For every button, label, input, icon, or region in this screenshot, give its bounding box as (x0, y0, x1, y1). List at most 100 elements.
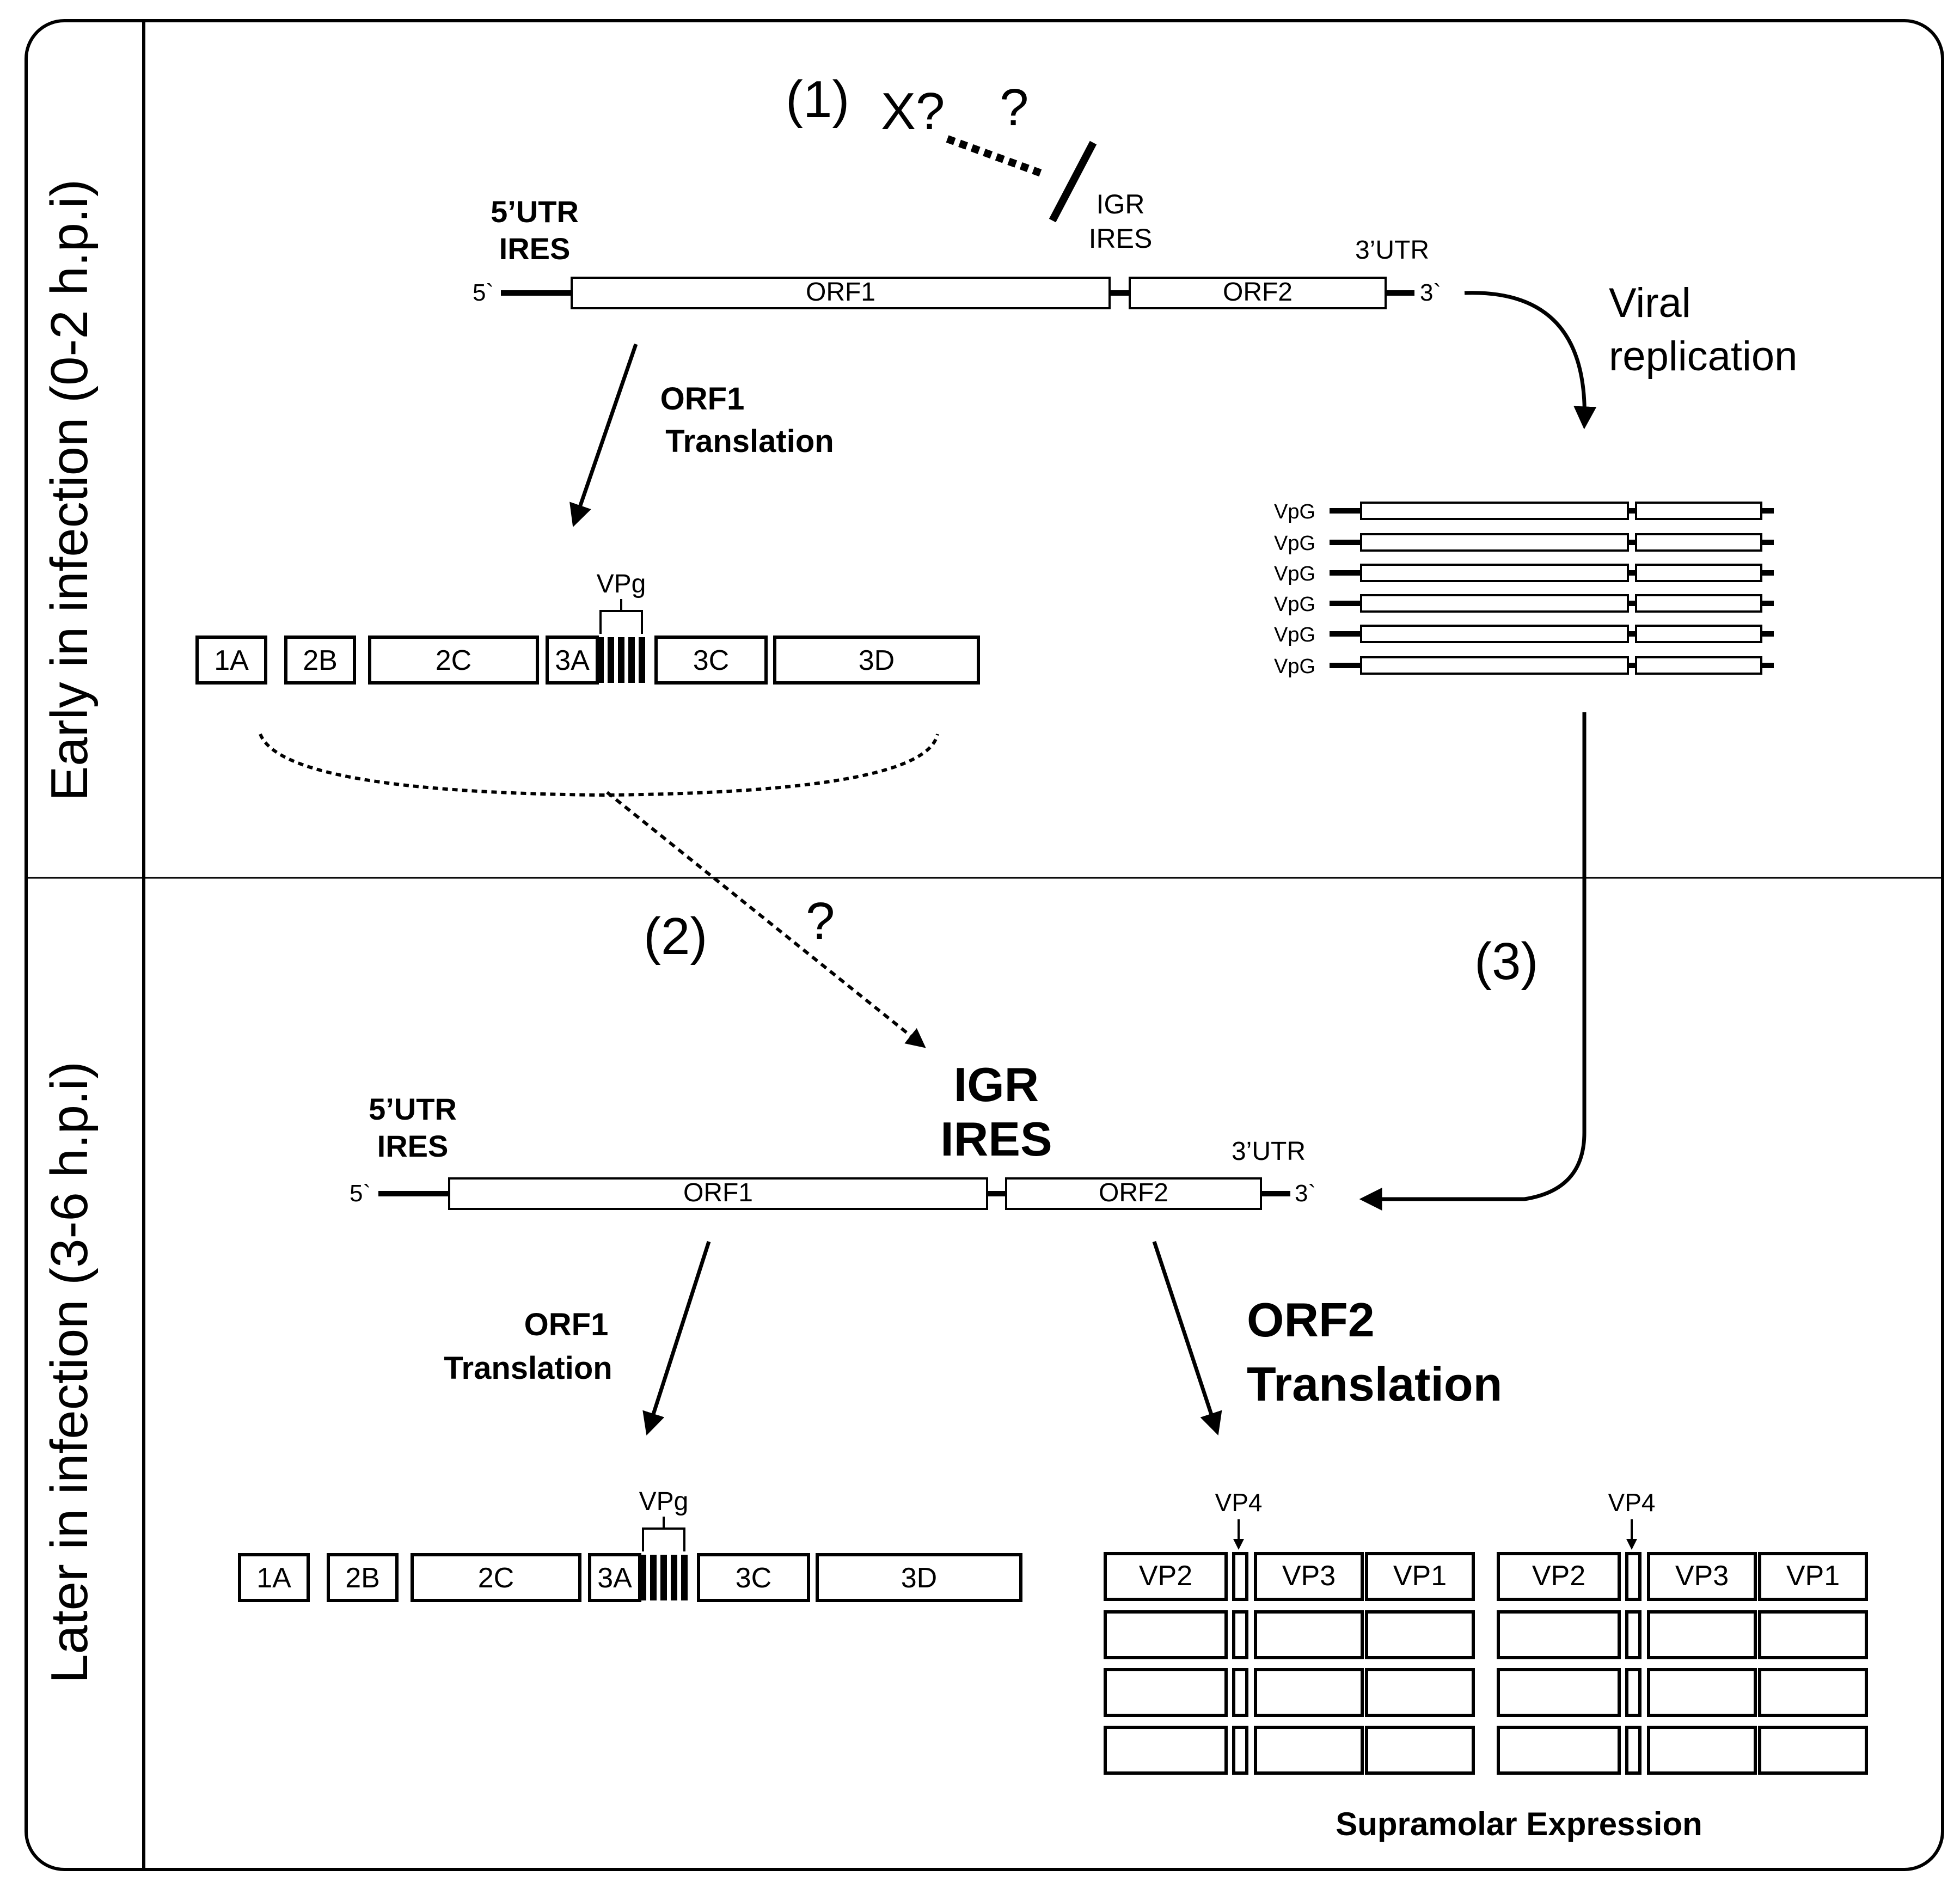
vpg-orf2-box (1635, 656, 1762, 675)
vp4-box (1625, 1552, 1641, 1601)
vpg-label: VpG (1274, 624, 1315, 646)
early-infection-label: Early in infection (0-2 h.p.i) (40, 179, 99, 801)
vp3-box (1647, 1726, 1757, 1775)
orf2-box-top (1129, 277, 1387, 309)
vp2-box (1497, 1552, 1621, 1601)
vpg-bar (671, 1555, 677, 1600)
vp3-box (1647, 1552, 1757, 1601)
step-3-label: (3) (1474, 932, 1538, 991)
vpg-bar (639, 637, 645, 683)
segment-3d-label: 3D (859, 645, 895, 676)
step-2-label: (2) (644, 907, 707, 966)
vp4-box (1232, 1610, 1248, 1659)
orf1-box-top (571, 277, 1111, 309)
vp1-box (1758, 1726, 1868, 1775)
step-1-label: (1) (786, 70, 849, 129)
vp3-box (1254, 1726, 1364, 1775)
vpg-orf2-box (1635, 625, 1762, 643)
vp1-box (1758, 1668, 1868, 1717)
vp1-box (1758, 1610, 1868, 1659)
segment-3c-label: 3C (736, 1562, 771, 1594)
orf2-translation-arrow (1152, 1241, 1222, 1435)
vpg-label: VpG (1274, 655, 1315, 678)
viral-replication-label: Viral (1609, 280, 1691, 326)
vp4-box (1232, 1668, 1248, 1717)
vp2-label: VP2 (1139, 1560, 1192, 1592)
vp4-box (1232, 1726, 1248, 1775)
orf1-translation-arrow-bottom (642, 1241, 711, 1435)
step-2-question: ? (806, 892, 835, 950)
vp3-box (1254, 1552, 1364, 1601)
segment-3a-box (588, 1553, 641, 1602)
vpg-orf2-box (1635, 594, 1762, 613)
segment-2b-label: 2B (345, 1562, 380, 1594)
orf1-translation-label-top: ORF1 (660, 381, 745, 417)
vpg-label: VpG (1274, 532, 1315, 555)
segment-1a-box (238, 1553, 310, 1602)
segment-3c-label: 3C (693, 645, 729, 676)
igr-label-bottom: IGR (954, 1058, 1039, 1111)
vp3-label: VP3 (1282, 1560, 1336, 1592)
segment-2b-label: 2B (303, 645, 338, 676)
vp1-box (1758, 1552, 1868, 1601)
orf1-translation-label-top-2: Translation (665, 424, 834, 459)
vpg-orf1-box (1360, 502, 1629, 520)
segment-1a-box (195, 636, 267, 685)
igr-ires-label-top: IRES (1089, 223, 1153, 254)
vp3-box (1647, 1668, 1757, 1717)
orf2-translation-label-2: Translation (1247, 1357, 1502, 1411)
orf2-label-bottom: ORF2 (1099, 1178, 1168, 1207)
end3-label-top: 3` (1420, 279, 1441, 306)
vp1-label: VP1 (1786, 1560, 1840, 1592)
processing-dotted-curve (259, 733, 939, 797)
vpg-orf1-box (1360, 533, 1629, 552)
vp4-box (1232, 1552, 1248, 1601)
vpg-orf1-box (1360, 656, 1629, 675)
igr-ires-label-bottom: IRES (940, 1112, 1052, 1166)
vp2-box (1104, 1726, 1228, 1775)
vp1-box (1365, 1668, 1475, 1717)
segment-3a-label: 3A (597, 1562, 632, 1594)
viral-replication-arrow (1464, 291, 1597, 430)
utr3-label-top: 3’UTR (1355, 236, 1429, 265)
segment-2b-box (284, 636, 356, 685)
vp4-label: VP4 (1608, 1488, 1656, 1517)
vp2-box (1104, 1610, 1228, 1659)
orf1-translation-arrow-top (569, 343, 638, 527)
vpg-label: VpG (1274, 500, 1315, 523)
vp2-box (1497, 1610, 1621, 1659)
later-infection-label: Later in infection (3-6 h.p.i) (40, 1061, 99, 1683)
vp2-box (1104, 1668, 1228, 1717)
vp1-box (1365, 1552, 1475, 1601)
inhibition-dotted-line (946, 135, 1043, 177)
vp2-label: VP2 (1532, 1560, 1585, 1592)
vpg-bar (618, 637, 624, 683)
vp3-label: VP3 (1675, 1560, 1729, 1592)
orf1-label-top: ORF1 (806, 278, 875, 307)
vpg-bracket (642, 1527, 685, 1551)
utr5-label-top: 5’UTR (491, 194, 579, 229)
segment-3d-box (773, 636, 980, 685)
vp2-box (1497, 1726, 1621, 1775)
ires5-label-top: IRES (499, 231, 571, 266)
vpg-orf2-box (1635, 564, 1762, 582)
vpg-orf2-box (1635, 533, 1762, 552)
vpg-orf1-box (1360, 564, 1629, 582)
vpg-label: VpG (1274, 563, 1315, 585)
outer-frame (24, 19, 1944, 1871)
vp2-box (1497, 1668, 1621, 1717)
vpg-polyprotein-label: VPg (639, 1487, 689, 1516)
orf2-label-top: ORF2 (1223, 278, 1293, 307)
orf1-translation-label-bottom-2: Translation (444, 1351, 612, 1386)
utr3-label-bottom: 3’UTR (1232, 1137, 1306, 1166)
segment-2b-box (327, 1553, 399, 1602)
end5-label-top: 5` (473, 279, 494, 306)
utr5-label-bottom: 5’UTR (369, 1092, 457, 1126)
supramolar-expression-label: Supramolar Expression (1336, 1806, 1702, 1842)
vp4-box (1625, 1610, 1641, 1659)
segment-2c-box (368, 636, 539, 685)
segment-1a-label: 1A (214, 645, 249, 676)
step-3-arrow (1359, 712, 1587, 1211)
